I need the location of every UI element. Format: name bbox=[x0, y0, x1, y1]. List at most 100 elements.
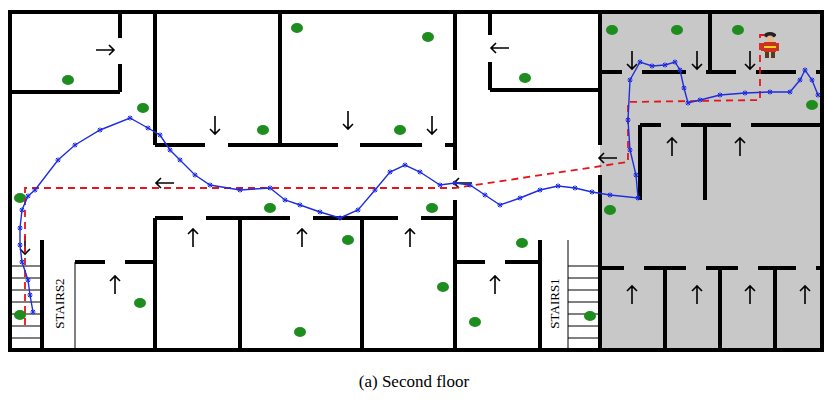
track-star bbox=[27, 292, 32, 297]
track-star bbox=[607, 192, 612, 197]
exit-arrow bbox=[156, 178, 174, 188]
stair-step bbox=[10, 338, 42, 339]
track-star bbox=[19, 207, 24, 212]
stairs-label: STAIRS2 bbox=[53, 278, 66, 328]
exit-arrow bbox=[745, 51, 755, 69]
track-star bbox=[97, 127, 102, 132]
exit-arrow bbox=[110, 276, 120, 294]
exit-arrow bbox=[599, 153, 617, 163]
stair-step bbox=[568, 266, 600, 267]
stair-step bbox=[568, 290, 600, 291]
sensor-dot bbox=[134, 298, 146, 308]
stair-step bbox=[10, 290, 42, 291]
sensor-dot bbox=[264, 203, 276, 213]
track-star bbox=[742, 90, 747, 95]
track-star bbox=[635, 195, 640, 200]
track-star bbox=[282, 197, 287, 202]
track-star bbox=[555, 183, 560, 188]
track-star bbox=[25, 193, 30, 198]
track-star bbox=[517, 195, 522, 200]
walls bbox=[10, 12, 822, 350]
sensor-dot bbox=[604, 205, 616, 215]
exit-arrow bbox=[627, 51, 637, 69]
track-star bbox=[402, 162, 407, 167]
stair-hatching bbox=[10, 240, 600, 350]
exit-arrow bbox=[405, 229, 415, 247]
track-star bbox=[157, 132, 162, 137]
track-star bbox=[627, 147, 632, 152]
sensor-dot bbox=[469, 317, 481, 327]
track-star bbox=[649, 63, 654, 68]
sensor-dot bbox=[806, 100, 818, 110]
track-star bbox=[237, 187, 242, 192]
stair-step bbox=[10, 326, 42, 327]
sensor-dot bbox=[516, 238, 528, 248]
sensor-dot bbox=[257, 125, 269, 135]
track-star bbox=[127, 115, 132, 120]
track-star bbox=[797, 77, 802, 82]
track-star bbox=[467, 182, 472, 187]
sensor-dot bbox=[437, 282, 449, 292]
stair-rail bbox=[568, 240, 569, 350]
exit-arrow bbox=[735, 138, 745, 156]
firefighter-icon bbox=[761, 32, 779, 58]
track-star bbox=[30, 309, 35, 314]
track-star bbox=[672, 59, 677, 64]
exit-arrow bbox=[800, 286, 810, 304]
track-star bbox=[452, 180, 457, 185]
exit-arrow bbox=[297, 229, 307, 247]
figure-caption: (a) Second floor bbox=[359, 372, 469, 392]
track-star bbox=[72, 142, 77, 147]
sensor-dot bbox=[137, 103, 149, 113]
track-star bbox=[677, 67, 682, 72]
track-star bbox=[767, 89, 772, 94]
track-star bbox=[809, 77, 814, 82]
track-star bbox=[355, 207, 360, 212]
track-star bbox=[589, 189, 594, 194]
stairs-label: STAIRS1 bbox=[548, 278, 561, 328]
track-star bbox=[697, 97, 702, 102]
planned-route bbox=[25, 35, 778, 325]
track-star bbox=[25, 277, 30, 282]
track-star bbox=[497, 202, 502, 207]
track-star bbox=[17, 242, 22, 247]
track-star bbox=[17, 225, 22, 230]
exit-arrow bbox=[745, 286, 755, 304]
stair-step bbox=[568, 338, 600, 339]
stair-step bbox=[10, 302, 42, 303]
track-star bbox=[192, 172, 197, 177]
exit-arrow bbox=[627, 286, 637, 304]
track-star bbox=[633, 172, 638, 177]
track-star bbox=[317, 209, 322, 214]
track-star bbox=[482, 192, 487, 197]
exit-arrow bbox=[188, 229, 198, 247]
track-star bbox=[297, 202, 302, 207]
sensor-dot bbox=[394, 125, 406, 135]
track-star bbox=[627, 77, 632, 82]
track-star bbox=[637, 59, 642, 64]
track-star bbox=[787, 89, 792, 94]
estimated-track bbox=[20, 62, 818, 312]
track-star bbox=[685, 100, 690, 105]
stair-step bbox=[10, 266, 42, 267]
track-star bbox=[55, 157, 60, 162]
track-markers bbox=[17, 59, 820, 314]
track-star bbox=[717, 92, 722, 97]
sensor-dot bbox=[291, 23, 303, 33]
exit-arrows bbox=[20, 43, 810, 304]
track-star bbox=[537, 187, 542, 192]
hazard-zone bbox=[600, 12, 822, 350]
track-star bbox=[572, 185, 577, 190]
sensor-dot bbox=[519, 73, 531, 83]
track-star bbox=[387, 169, 392, 174]
exit-arrow bbox=[692, 286, 702, 304]
sensor-dot bbox=[584, 311, 596, 321]
track-star bbox=[802, 67, 807, 72]
track-star bbox=[267, 185, 272, 190]
track-star bbox=[177, 157, 182, 162]
exit-arrow bbox=[692, 51, 702, 69]
sensor-dot bbox=[342, 235, 354, 245]
track-star bbox=[19, 259, 24, 264]
sensor-dot bbox=[422, 32, 434, 42]
